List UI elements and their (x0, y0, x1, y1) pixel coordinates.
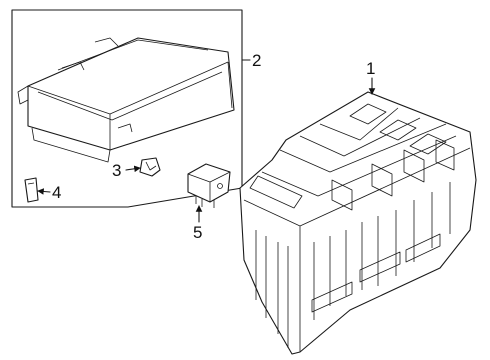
callout-4: 4 (52, 183, 61, 202)
callout-5: 5 (193, 223, 202, 242)
relay-part (187, 163, 231, 208)
callout-1: 1 (366, 59, 375, 78)
connector-part (24, 177, 39, 203)
clip-part (139, 157, 161, 177)
cover-part (17, 37, 235, 163)
inset-frame (11, 9, 243, 208)
leader-line-4 (37, 188, 51, 195)
callout-2: 2 (252, 51, 261, 70)
callout-3: 3 (112, 161, 121, 180)
fuse-box-part (239, 91, 477, 355)
leader-line-3 (125, 165, 141, 173)
